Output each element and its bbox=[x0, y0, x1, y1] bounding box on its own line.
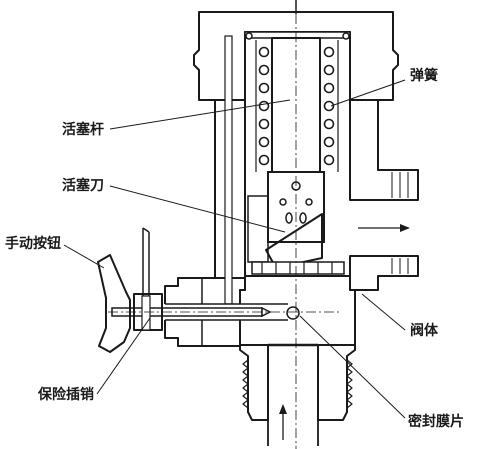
leader-piston-rod bbox=[109, 99, 291, 130]
spring-coil bbox=[258, 118, 270, 130]
label-piston-rod: 活塞杆 bbox=[62, 121, 104, 138]
piston-head-slot bbox=[285, 212, 293, 224]
spring-coil bbox=[258, 136, 270, 148]
label-piston-knife: 活塞刀 bbox=[62, 177, 104, 194]
stem-thread-left bbox=[242, 359, 249, 409]
diaphragm-seat bbox=[251, 261, 345, 275]
piston-head-hole bbox=[279, 198, 287, 206]
piston-guide bbox=[247, 195, 269, 263]
spring-coil bbox=[323, 136, 335, 148]
leader-valve-body bbox=[361, 293, 406, 331]
seal-ring-right bbox=[342, 32, 350, 40]
label-valve-body: 阀体 bbox=[410, 322, 439, 339]
leader-spring bbox=[330, 79, 406, 107]
manual-button-knob bbox=[97, 254, 131, 353]
leader-manual-button bbox=[63, 244, 105, 269]
spring-coil bbox=[258, 154, 270, 166]
passage-hole bbox=[286, 306, 300, 320]
stem-left-wall bbox=[239, 344, 269, 421]
body-right-wall-upper bbox=[349, 99, 419, 201]
spring-coil bbox=[258, 82, 270, 94]
outlet-flow-arrow-head bbox=[400, 224, 410, 232]
safety-pin-head bbox=[142, 227, 150, 233]
spring-coil bbox=[323, 64, 335, 76]
label-spring: 弹簧 bbox=[410, 67, 438, 84]
spring-coil bbox=[323, 100, 335, 112]
spring-coil bbox=[258, 64, 270, 76]
label-safety-pin: 保险插销 bbox=[37, 386, 94, 403]
leader-sealing-diaphragm bbox=[299, 315, 406, 419]
leader-safety-pin bbox=[96, 317, 151, 395]
leader-piston-knife bbox=[109, 185, 286, 233]
port-threads bbox=[391, 172, 409, 274]
spring-coil bbox=[258, 46, 270, 58]
piston-head-hole bbox=[305, 198, 313, 206]
spring-coil bbox=[258, 100, 270, 112]
label-manual-button: 手动按钮 bbox=[5, 235, 61, 252]
drilled-passage bbox=[224, 35, 233, 305]
spring-coil bbox=[323, 154, 335, 166]
piston-head-slot bbox=[299, 212, 307, 224]
spring-coil bbox=[323, 82, 335, 94]
label-sealing-diaphragm: 密封膜片 bbox=[407, 413, 464, 430]
safety-pin-body bbox=[141, 295, 151, 331]
spring-coil bbox=[323, 46, 335, 58]
inlet-flow-arrow-head bbox=[279, 404, 287, 414]
seal-ring-left bbox=[245, 32, 253, 40]
spring-coils bbox=[258, 46, 335, 166]
stem-thread-right bbox=[346, 359, 353, 409]
diaphragm-seat-ticks bbox=[261, 262, 333, 274]
safety-pin bbox=[141, 227, 151, 331]
spring-coil bbox=[323, 118, 335, 130]
